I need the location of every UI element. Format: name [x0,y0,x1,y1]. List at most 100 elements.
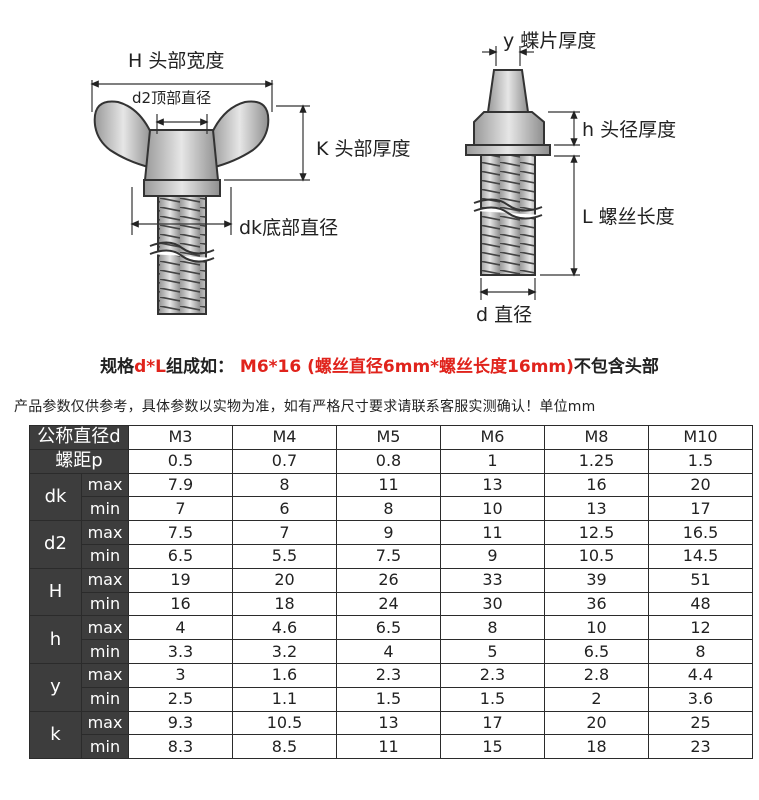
value-cell: 18 [544,734,649,760]
nominal-diameter-header: 公称直径d [29,425,129,450]
label-dk: dk底部直径 [239,217,338,239]
value-cell: 10 [544,615,649,641]
disclaimer-note: 产品参数仅供参考，具体参数以实物为准，如有严格尺寸要求请联系客服实测确认！单位m… [14,399,596,415]
param-name: y [29,662,82,712]
max-label: max [81,615,129,641]
value-cell: 7.5 [128,520,233,545]
spec-suffix: 不包含头部 [573,357,659,377]
value-cell: 2.5 [128,686,233,712]
param-name: d2 [29,520,82,569]
value-cell: 7.5 [336,543,441,569]
value-cell: 11 [336,472,441,498]
spec-middle: 组成如： [166,357,234,377]
min-label: min [81,591,129,617]
value-cell: 5 [440,639,545,664]
value-cell: 10.5 [232,710,337,736]
value-cell: 15 [440,734,545,760]
min-label: min [81,734,129,760]
value-cell: 2.3 [440,662,545,688]
value-cell: 8 [648,639,753,664]
label-L: L 螺丝长度 [582,206,675,228]
value-cell: 51 [648,567,753,593]
value-cell: 39 [544,567,649,593]
label-d: d 直径 [476,304,532,326]
pitch-cell: 0.5 [128,448,233,474]
value-cell: 9.3 [128,710,233,736]
max-label: max [81,567,129,593]
value-cell: 10 [440,496,545,522]
size-header: M8 [544,425,649,450]
value-cell: 9 [440,543,545,569]
value-cell: 3.6 [648,686,753,712]
spec-code: d*L [134,357,166,377]
value-cell: 33 [440,567,545,593]
value-cell: 20 [648,472,753,498]
value-cell: 16 [128,591,233,617]
value-cell: 16.5 [648,520,753,545]
value-cell: 2.8 [544,662,649,688]
value-cell: 8 [336,496,441,522]
spec-prefix: 规格 [100,357,135,377]
max-label: max [81,662,129,688]
pitch-cell: 1.25 [544,448,649,474]
value-cell: 3.3 [128,639,233,664]
value-cell: 48 [648,591,753,617]
value-cell: 8 [232,472,337,498]
wing-screw-diagram: H 头部宽度 d2顶部直径 K 头部厚度 dk底部直径 y 蝶片厚度 h 头径厚… [90,30,676,326]
min-label: min [81,543,129,569]
min-label: min [81,496,129,522]
value-cell: 23 [648,734,753,760]
value-cell: 36 [544,591,649,617]
value-cell: 9 [336,520,441,545]
value-cell: 10.5 [544,543,649,569]
front-view-screw [93,100,270,315]
value-cell: 7 [232,520,337,545]
pitch-cell: 0.7 [232,448,337,474]
table-header-row: 公称直径d M3 M4 M5 M6 M8 M10 [29,425,753,450]
value-cell: 7.9 [128,472,233,498]
value-cell: 1.5 [336,686,441,712]
pitch-cell: 1 [440,448,545,474]
value-cell: 24 [336,591,441,617]
value-cell: 5.5 [232,543,337,569]
value-cell: 8 [440,615,545,641]
value-cell: 1.1 [232,686,337,712]
size-header: M5 [336,425,441,450]
value-cell: 13 [440,472,545,498]
value-cell: 14.5 [648,543,753,569]
pitch-row: 螺距p 0.5 0.7 0.8 1 1.25 1.5 [29,448,753,474]
value-cell: 12.5 [544,520,649,545]
value-cell: 26 [336,567,441,593]
value-cell: 13 [544,496,649,522]
value-cell: 2.3 [336,662,441,688]
param-name: H [29,567,82,617]
value-cell: 4.6 [232,615,337,641]
spec-table: 公称直径d M3 M4 M5 M6 M8 M10 螺距p 0.5 0.7 0.8… [29,425,753,760]
value-cell: 20 [232,567,337,593]
value-cell: 4 [128,615,233,641]
max-label: max [81,710,129,736]
value-cell: 25 [648,710,753,736]
max-label: max [81,520,129,545]
value-cell: 16 [544,472,649,498]
label-y: y 蝶片厚度 [503,30,596,52]
value-cell: 3 [128,662,233,688]
pitch-header: 螺距p [29,448,129,474]
value-cell: 6.5 [128,543,233,569]
spec-format-line: 规格d*L组成如： M6*16 (螺丝直径6mm*螺丝长度16mm)不包含头部 [0,352,759,377]
value-cell: 17 [648,496,753,522]
label-K: K 头部厚度 [316,138,411,160]
value-cell: 4.4 [648,662,753,688]
value-cell: 8.5 [232,734,337,760]
value-cell: 12 [648,615,753,641]
label-h: h 头径厚度 [582,119,676,141]
size-header: M3 [128,425,233,450]
